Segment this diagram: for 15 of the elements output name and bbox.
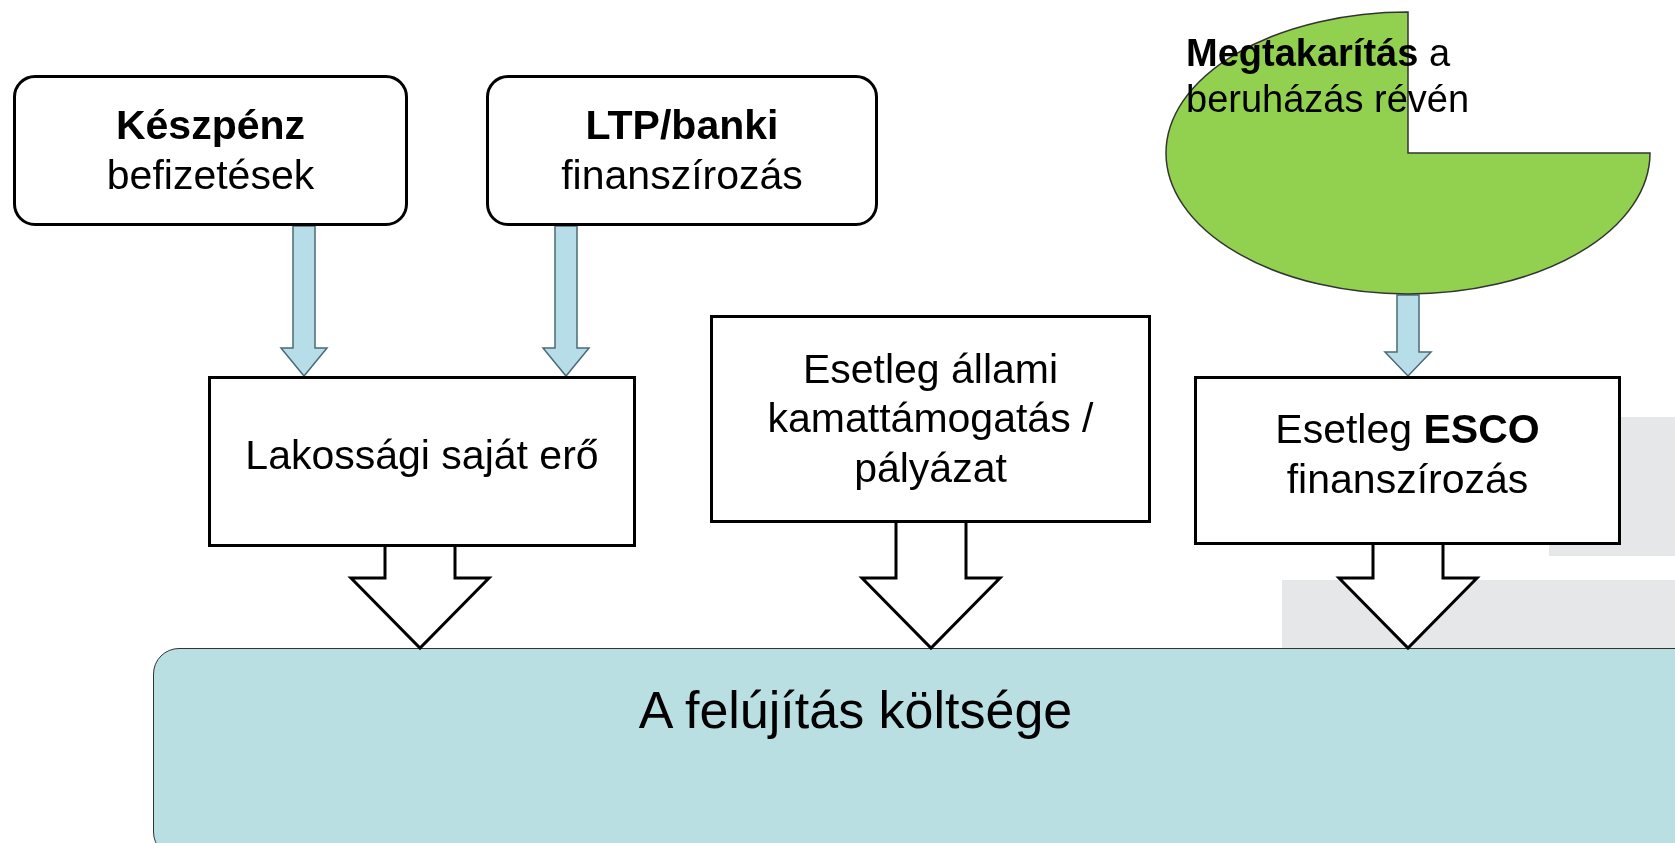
box-text: Esetleg ESCO finanszírozás <box>1274 405 1541 504</box>
block-arrow <box>541 225 591 378</box>
box-text: A felújítás költsége <box>638 680 1073 741</box>
rounded-box <box>153 648 1675 843</box>
callout-box <box>1194 376 1621 545</box>
block-arrow <box>1383 294 1433 378</box>
rounded-box <box>13 75 408 226</box>
rounded-box <box>486 75 878 226</box>
callout-box <box>710 315 1151 523</box>
box-text: Esetleg állami kamattámogatás / pályázat <box>766 345 1095 493</box>
box-text: LTP/banki finanszírozás <box>560 101 804 200</box>
block-arrow <box>279 225 329 378</box>
box-text: Lakossági saját erő <box>245 430 599 480</box>
callout-box <box>208 376 636 547</box>
box-text: Készpénz befizetések <box>105 101 316 200</box>
